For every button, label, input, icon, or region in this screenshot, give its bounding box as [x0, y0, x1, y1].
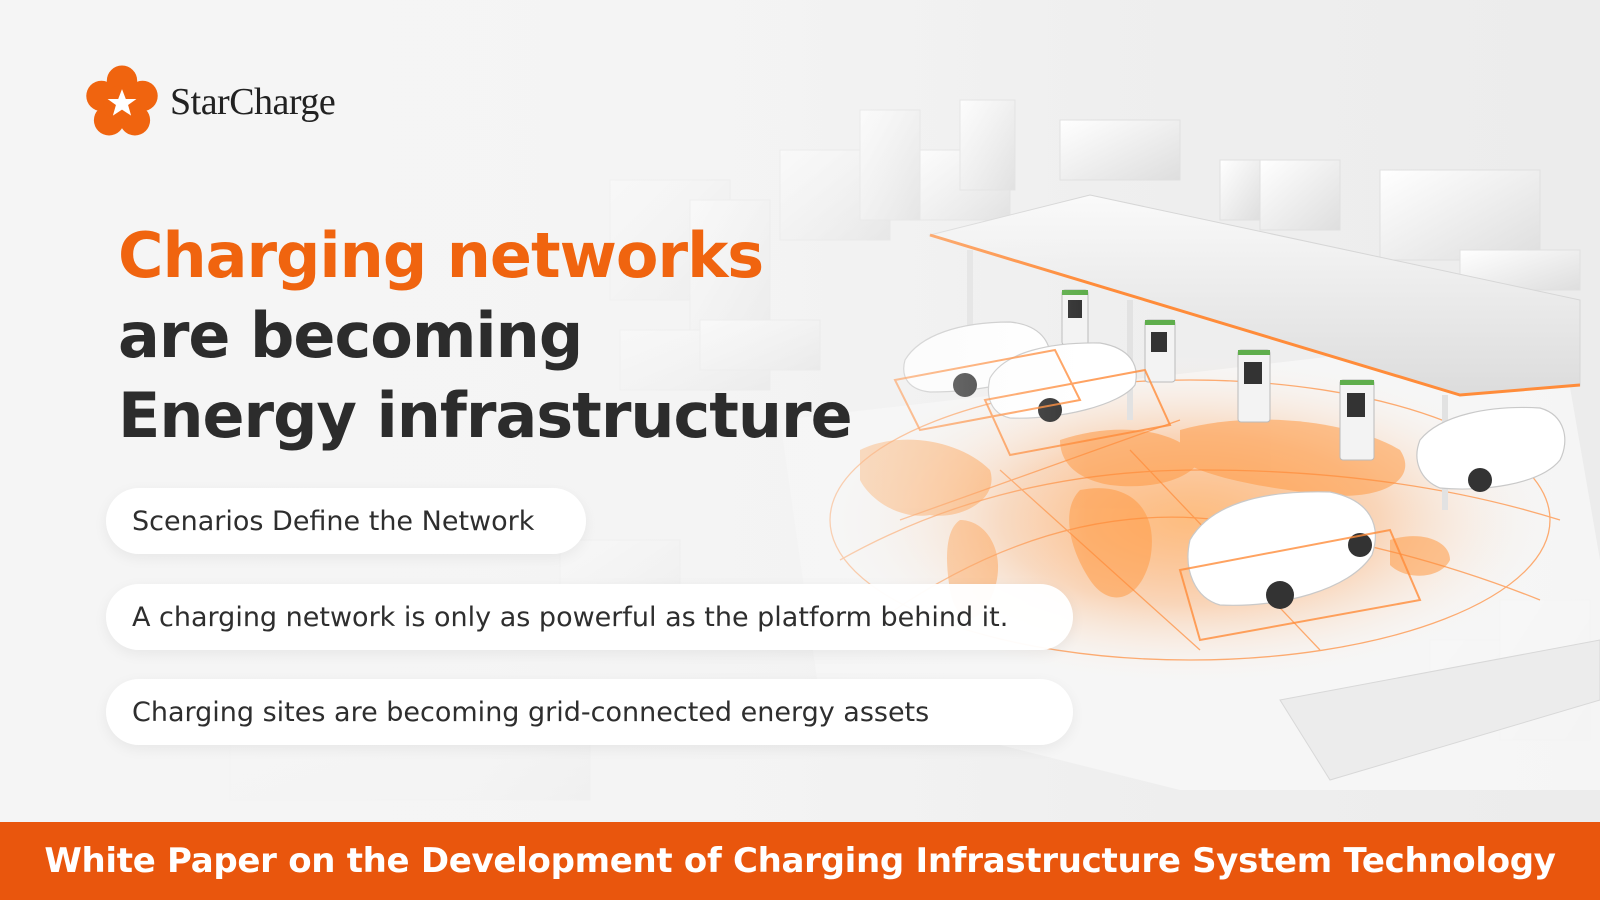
- headline-line-3: Energy infrastructure: [118, 379, 853, 452]
- page-headline: Charging networks are becoming Energy in…: [118, 216, 853, 456]
- pill-platform: A charging network is only as powerful a…: [106, 584, 1073, 650]
- pill-text: Scenarios Define the Network: [132, 505, 535, 537]
- pill-text: A charging network is only as powerful a…: [132, 601, 1009, 633]
- headline-line-1: Charging networks: [118, 219, 764, 292]
- brand-logo[interactable]: StarCharge: [84, 64, 336, 140]
- pill-scenarios: Scenarios Define the Network: [106, 488, 586, 554]
- pill-text: Charging sites are becoming grid-connect…: [132, 696, 930, 728]
- star-flower-logo-icon: [86, 65, 158, 136]
- footer-title: White Paper on the Development of Chargi…: [44, 841, 1556, 881]
- charging-station-illustration: [0, 0, 1600, 820]
- footer-banner: White Paper on the Development of Chargi…: [0, 822, 1600, 900]
- headline-line-2: are becoming: [118, 299, 583, 372]
- pill-energy-assets: Charging sites are becoming grid-connect…: [106, 679, 1073, 745]
- brand-name: StarCharge: [170, 81, 336, 123]
